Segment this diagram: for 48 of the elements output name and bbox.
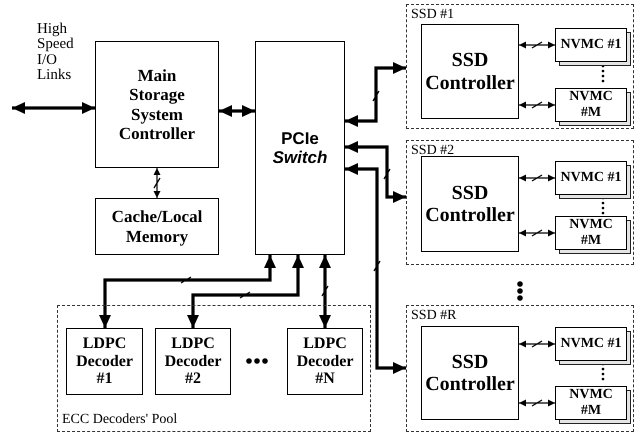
arrow xyxy=(99,255,276,328)
process-box xyxy=(421,156,519,252)
box-label: NVMC #1 xyxy=(559,336,623,352)
group-container xyxy=(406,4,634,129)
arrow xyxy=(519,340,555,348)
arrow xyxy=(187,255,304,328)
arrow xyxy=(519,41,555,49)
box-label: NVMC #M xyxy=(568,217,614,249)
group-title: ECC Decoders' Pool xyxy=(62,413,178,427)
arrow xyxy=(345,141,406,203)
arrow xyxy=(345,62,406,127)
arrow xyxy=(153,168,161,198)
process-box xyxy=(155,328,231,395)
process-box xyxy=(95,41,219,168)
box-label: Cache/Local Memory xyxy=(110,207,204,246)
arrow xyxy=(12,102,95,114)
box-label: NVMC #1 xyxy=(559,37,623,53)
arrow xyxy=(319,255,331,328)
box-label: LDPC Decoder #N xyxy=(296,334,354,388)
arrow xyxy=(519,399,555,407)
edge-label: High Speed I/O Links xyxy=(37,22,75,84)
arrow xyxy=(519,101,555,109)
box-label: NVMC #M xyxy=(568,89,614,121)
group-container xyxy=(406,305,634,432)
box-label: Main Storage System Controller xyxy=(118,66,196,143)
box-label: LDPC Decoder #2 xyxy=(164,334,222,388)
group-container xyxy=(57,305,371,432)
box-label: SSD Controller xyxy=(424,182,516,226)
arrow xyxy=(519,174,555,182)
box-label: PCIe Switch xyxy=(272,128,328,168)
process-box xyxy=(66,328,143,395)
switch-box xyxy=(255,41,345,255)
process-box xyxy=(95,198,219,255)
process-box xyxy=(287,328,363,395)
arrow xyxy=(219,105,255,117)
group-title: SSD #2 xyxy=(411,144,454,158)
arrow xyxy=(345,163,406,374)
group-container xyxy=(406,140,634,265)
group-title: SSD #R xyxy=(411,309,457,323)
box-label: NVMC #M xyxy=(568,387,614,419)
group-title: SSD #1 xyxy=(411,8,454,22)
process-box xyxy=(421,326,519,420)
box-label: SSD Controller xyxy=(424,350,516,396)
box-label: NVMC #1 xyxy=(559,170,623,186)
box-label: SSD Controller xyxy=(424,49,516,94)
process-box xyxy=(421,24,519,119)
box-label: LDPC Decoder #1 xyxy=(75,334,134,388)
arrow xyxy=(519,229,555,237)
